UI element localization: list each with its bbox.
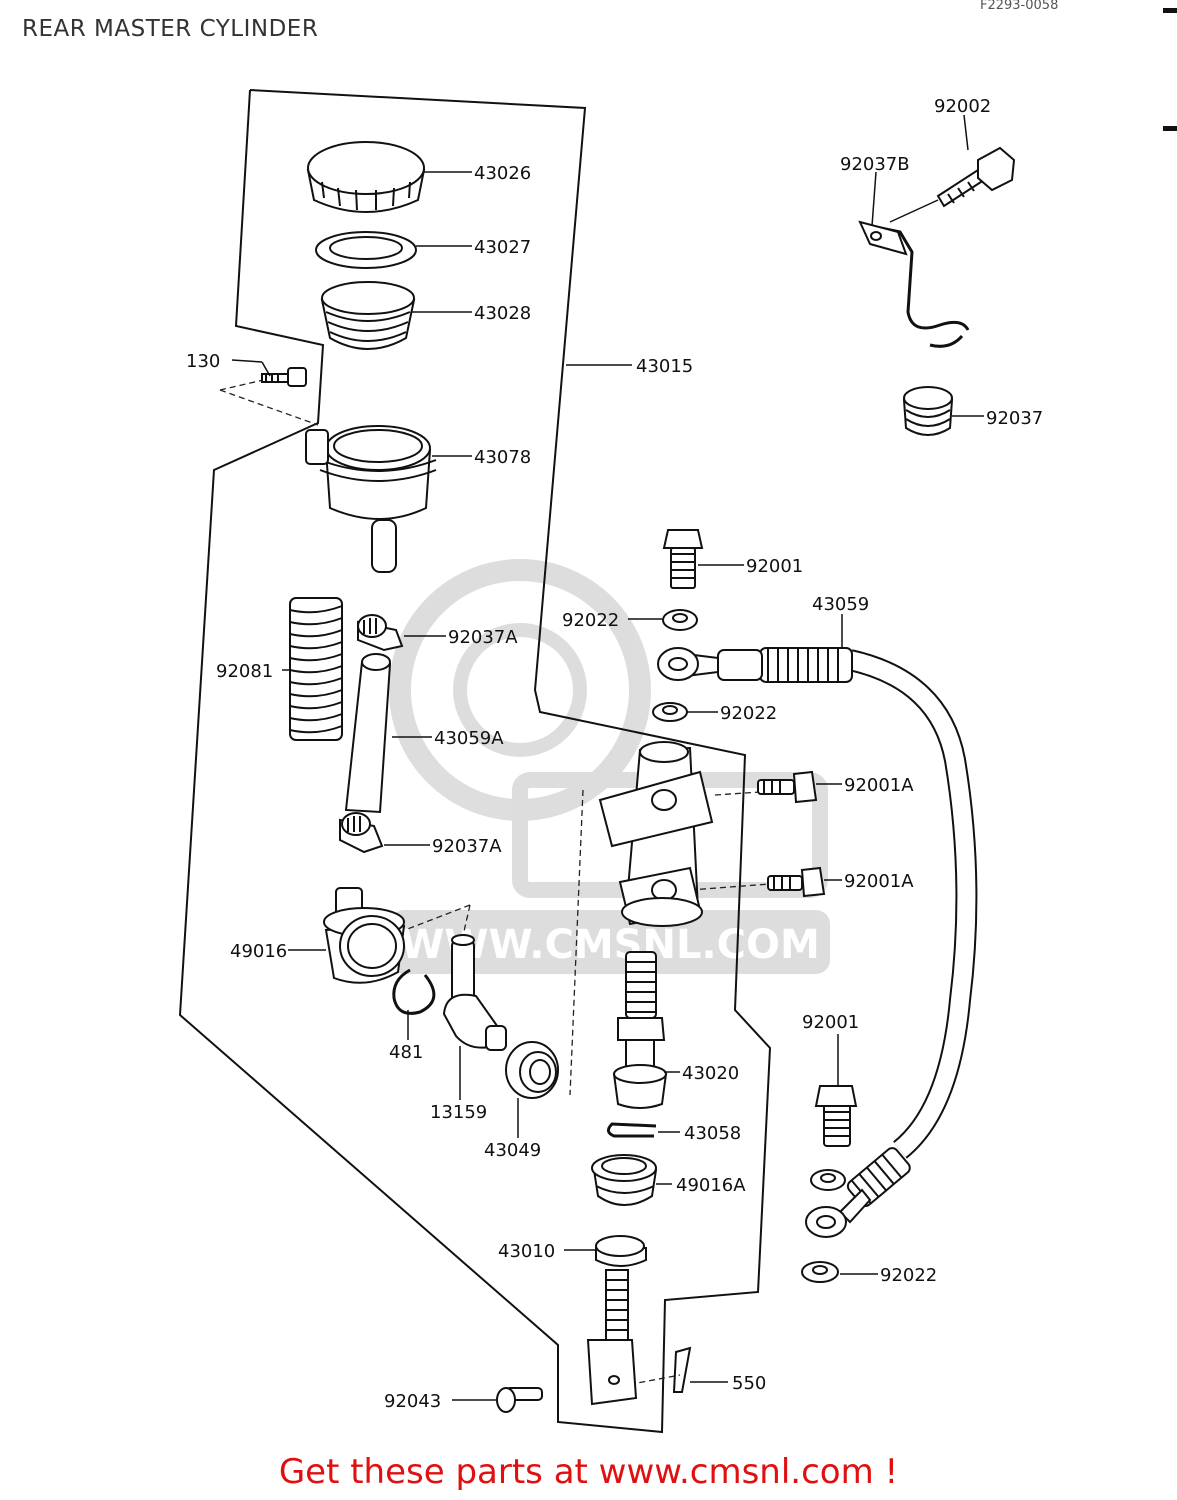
push-rod-43010 xyxy=(586,1235,647,1406)
figure-code: F2293-0058 xyxy=(980,0,1059,13)
label-92037: 92037 xyxy=(986,408,1043,429)
pin-92043 xyxy=(496,1387,543,1413)
banjo-bolt-92001-bottom xyxy=(814,1085,858,1147)
label-43058: 43058 xyxy=(684,1123,741,1144)
seal-43049 xyxy=(505,1041,559,1099)
leader-lines xyxy=(231,114,984,1401)
hose-clamp-92037A-top xyxy=(357,614,404,652)
diaphragm-43028 xyxy=(320,281,416,350)
label-43059A: 43059A xyxy=(434,728,504,749)
cotter-pin-550 xyxy=(672,1346,692,1393)
label-43078: 43078 xyxy=(474,447,531,468)
label-92081: 92081 xyxy=(216,661,273,682)
diagram-title: REAR MASTER CYLINDER xyxy=(22,16,319,42)
label-92037B: 92037B xyxy=(840,154,910,175)
label-43010: 43010 xyxy=(498,1241,555,1262)
banjo-bolt-92001-top xyxy=(662,529,704,589)
label-43059: 43059 xyxy=(812,594,869,615)
diaphragm-plate-43027 xyxy=(315,231,417,269)
label-49016A: 49016A xyxy=(676,1175,746,1196)
label-92001A-bottom: 92001A xyxy=(844,871,914,892)
label-92043: 92043 xyxy=(384,1391,441,1412)
circlip-481 xyxy=(392,968,436,1015)
label-43020: 43020 xyxy=(682,1063,739,1084)
edge-mark xyxy=(1163,126,1177,131)
elbow-fitting-13159 xyxy=(442,934,507,1051)
label-550: 550 xyxy=(732,1373,766,1394)
brake-hose-43059 xyxy=(657,647,978,1238)
label-92022-top: 92022 xyxy=(562,610,619,631)
clip-43058 xyxy=(607,1122,657,1138)
hose-43059A xyxy=(344,653,392,814)
hose-clamp-92037B xyxy=(858,220,970,348)
label-92001A-top: 92001A xyxy=(844,775,914,796)
footer-link-text[interactable]: Get these parts at www.cmsnl.com ! xyxy=(278,1452,899,1492)
edge-mark xyxy=(1163,8,1177,13)
reservoir-43078 xyxy=(305,425,437,573)
bolt-92002 xyxy=(936,146,1016,208)
washer-92022-top xyxy=(662,609,698,631)
label-92022-bottom: 92022 xyxy=(880,1265,937,1286)
hose-clamp-92037A-bottom xyxy=(339,812,384,854)
spring-92081 xyxy=(289,597,343,741)
connector-49016 xyxy=(323,887,406,984)
grommet-92037 xyxy=(902,386,954,436)
label-43026: 43026 xyxy=(474,163,531,184)
screw-130 xyxy=(261,367,307,387)
label-92022-mid: 92022 xyxy=(720,703,777,724)
bolt-92001A-top xyxy=(757,770,818,804)
piston-assembly-43020 xyxy=(612,951,668,1109)
label-43049: 43049 xyxy=(484,1140,541,1161)
boot-49016A xyxy=(591,1154,658,1206)
label-92037A-top: 92037A xyxy=(448,627,518,648)
washer-92022-lower xyxy=(810,1169,846,1191)
label-130: 130 xyxy=(186,351,220,372)
bolt-92001A-bottom xyxy=(767,866,826,898)
label-92037A-bottom: 92037A xyxy=(432,836,502,857)
label-481: 481 xyxy=(389,1042,423,1063)
label-43015: 43015 xyxy=(636,356,693,377)
reservoir-cap-43026 xyxy=(306,141,426,213)
assembly-outline xyxy=(178,89,772,1434)
label-13159: 13159 xyxy=(430,1102,487,1123)
washer-92022-bottom xyxy=(801,1261,839,1283)
label-92001-top: 92001 xyxy=(746,556,803,577)
label-49016: 49016 xyxy=(230,941,287,962)
label-43027: 43027 xyxy=(474,237,531,258)
label-92002: 92002 xyxy=(934,96,991,117)
watermark: WWW.CMSNL.COM xyxy=(389,559,830,974)
label-92001-bottom: 92001 xyxy=(802,1012,859,1033)
washer-92022-mid xyxy=(652,702,688,722)
master-cylinder-body xyxy=(598,741,714,927)
label-43028: 43028 xyxy=(474,303,531,324)
